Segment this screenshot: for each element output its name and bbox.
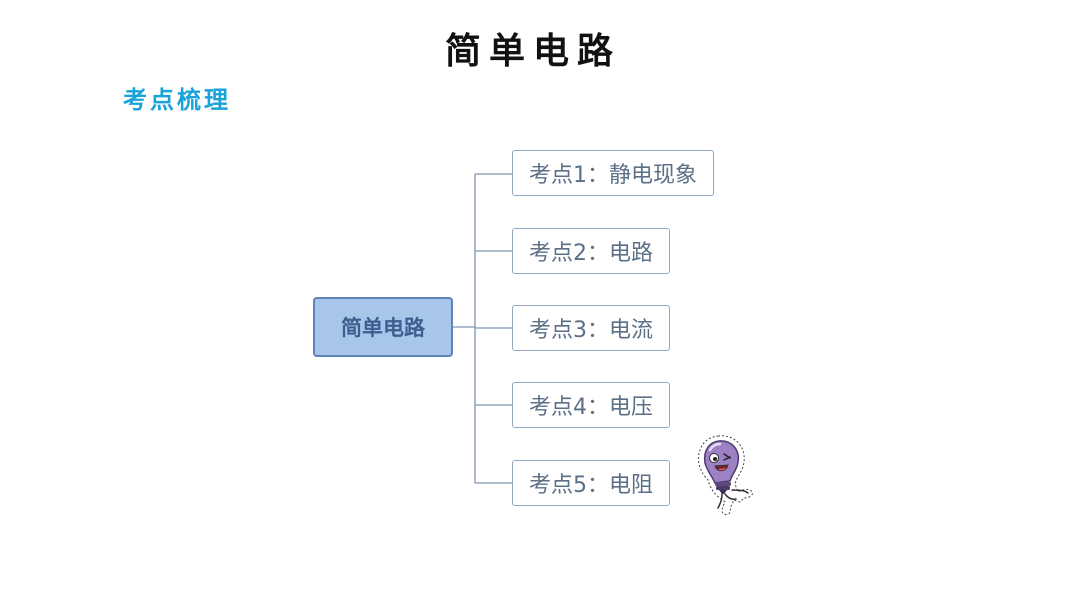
- mindmap-root-node[interactable]: 简单电路: [313, 297, 453, 357]
- section-label: 考点梳理: [123, 85, 231, 114]
- mindmap-branch-1[interactable]: 考点1：静电现象: [512, 150, 714, 196]
- lightbulb-mascot-icon: [697, 435, 753, 515]
- mindmap-branch-3[interactable]: 考点3：电流: [512, 305, 670, 351]
- mindmap-branch-2[interactable]: 考点2：电路: [512, 228, 670, 274]
- page-title: 简单电路: [444, 30, 621, 72]
- mindmap-branch-5[interactable]: 考点5：电阻: [512, 460, 670, 506]
- mindmap-branch-4[interactable]: 考点4：电压: [512, 382, 670, 428]
